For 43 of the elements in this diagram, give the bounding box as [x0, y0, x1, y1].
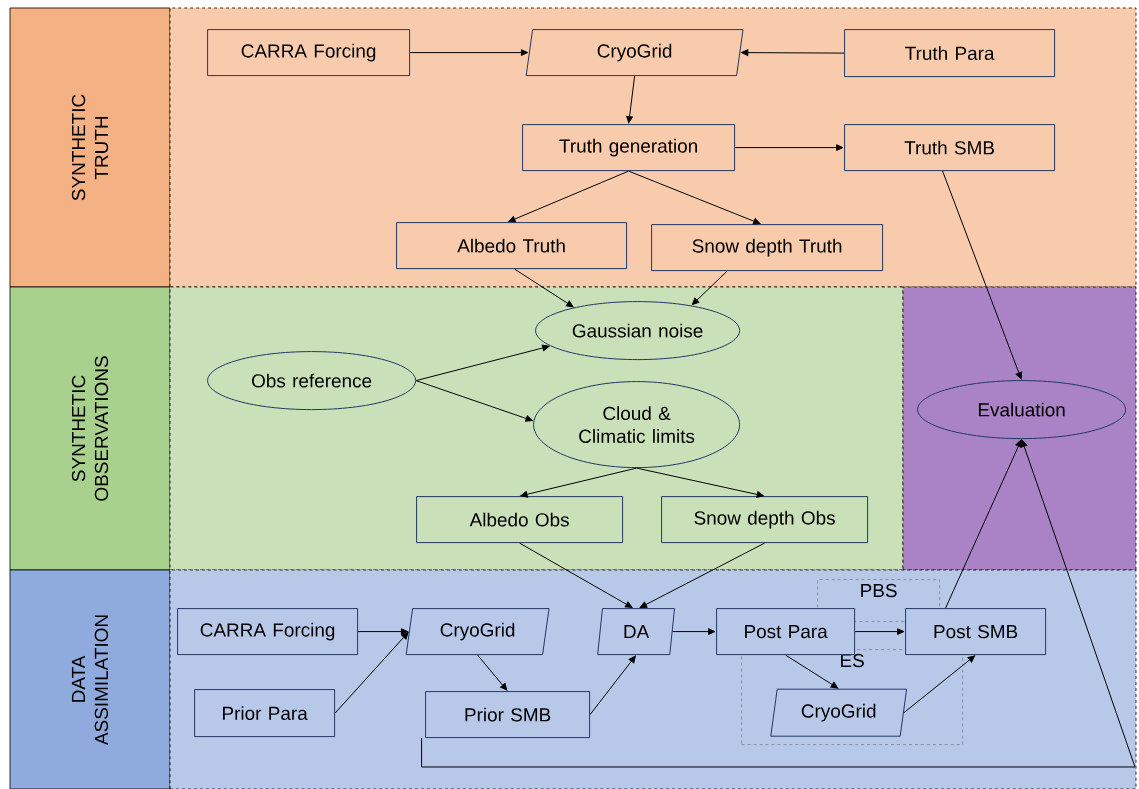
process-box: Truth SMB [844, 124, 1056, 172]
process-box: Prior SMB [425, 691, 591, 739]
model-parallelogram: CryoGrid [770, 688, 908, 737]
arrow [636, 467, 764, 498]
arrow [945, 439, 1022, 609]
model-parallelogram: DA [597, 608, 675, 656]
arrow [519, 542, 633, 608]
process-box: CARRA Forcing [177, 608, 359, 656]
model-parallelogram: CryoGrid [525, 29, 744, 77]
arrow [334, 632, 409, 714]
arrow [421, 439, 1136, 768]
arrow [589, 655, 636, 716]
arrow [639, 542, 766, 608]
arrow [508, 170, 630, 223]
arrow [415, 380, 533, 422]
process-box: Post SMB [905, 608, 1047, 656]
process-box: Truth Para [844, 29, 1056, 78]
arrow [741, 49, 845, 56]
arrow [942, 170, 1023, 380]
process-box: Truth generation [522, 124, 736, 172]
band-heading: DATA ASSIMILATION [9, 569, 171, 789]
arrow [357, 628, 409, 635]
process-box: Albedo Obs [416, 496, 624, 544]
process-box: Prior Para [194, 689, 336, 738]
arrow [628, 170, 761, 225]
arrow [415, 344, 550, 382]
arrow [520, 467, 638, 498]
arrow [477, 654, 508, 691]
arrow [626, 75, 636, 124]
process-box: Snow depth Obs [661, 496, 869, 544]
arrow [785, 654, 839, 689]
process-box: Snow depth Truth [651, 224, 884, 272]
arrow [691, 270, 728, 306]
arrow [409, 49, 529, 56]
arrow [672, 628, 716, 635]
process-box: CARRA Forcing [207, 29, 411, 77]
process-box: Albedo Truth [396, 222, 628, 270]
arrow [854, 628, 905, 635]
model-parallelogram: CryoGrid [405, 608, 550, 656]
arrow [903, 655, 976, 714]
arrow [734, 144, 844, 151]
band-heading: SYNTHETIC OBSERVATIONS [9, 286, 171, 571]
band-heading: SYNTHETIC TRUTH [9, 7, 171, 288]
